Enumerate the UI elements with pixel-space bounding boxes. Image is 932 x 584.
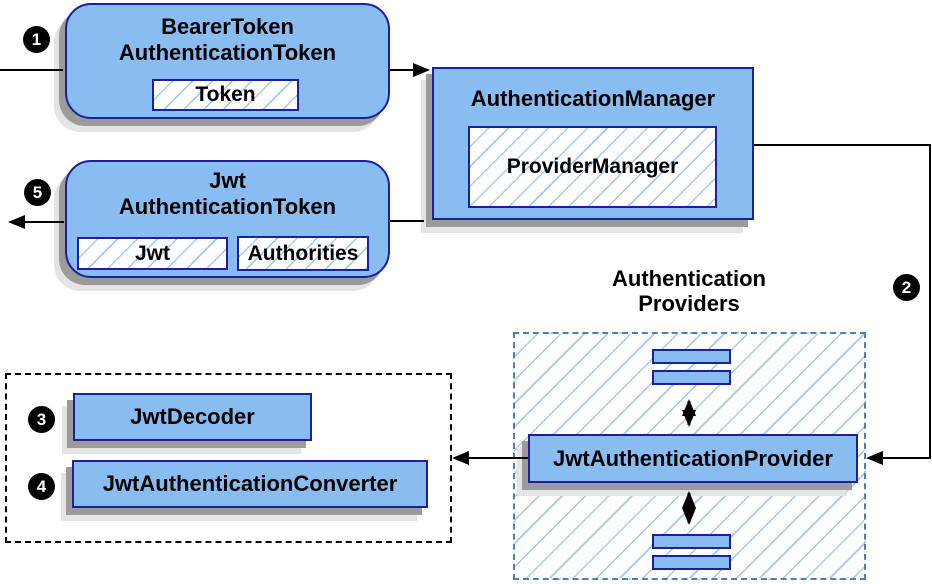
step-3-badge: 3 (28, 406, 55, 433)
authentication-providers-label-line1: Authentication (612, 266, 766, 291)
other-provider-bar (652, 349, 731, 364)
jwt-authentication-converter-node: JwtAuthenticationConverter (72, 460, 428, 508)
bearer-token-title-line1: BearerToken (161, 14, 294, 39)
bearer-token-title-line2: AuthenticationToken (118, 40, 337, 65)
jwt-authentication-token-node: Jwt AuthenticationToken Jwt Authorities (65, 160, 390, 278)
authentication-manager-title: AuthenticationManager (470, 86, 716, 111)
authentication-providers-label: Authentication Providers (589, 266, 789, 316)
authentication-manager-node: AuthenticationManager ProviderManager (432, 67, 754, 220)
step-2-badge: 2 (893, 274, 920, 301)
jwt-authentication-provider-node: JwtAuthenticationProvider (528, 434, 858, 483)
jwt-decoder-node: JwtDecoder (73, 393, 312, 441)
authentication-providers-label-line2: Providers (638, 291, 740, 316)
authorities-chip: Authorities (237, 236, 369, 271)
other-provider-bar (652, 555, 731, 570)
bearer-token-authentication-token-node: BearerToken AuthenticationToken Token (65, 3, 390, 119)
step-1-badge: 1 (23, 26, 50, 53)
token-chip: Token (152, 79, 299, 111)
jwt-token-title: Jwt AuthenticationToken (67, 168, 388, 220)
step-5-badge: 5 (24, 179, 51, 206)
other-provider-bar (652, 534, 731, 549)
other-provider-bar (652, 370, 731, 385)
provider-manager-chip: ProviderManager (468, 126, 717, 208)
jwt-chip: Jwt (77, 237, 228, 270)
bearer-token-title: BearerToken AuthenticationToken (67, 14, 388, 66)
step-4-badge: 4 (28, 473, 55, 500)
jwt-token-title-line1: Jwt (209, 168, 246, 193)
jwt-token-title-line2: AuthenticationToken (118, 194, 337, 219)
